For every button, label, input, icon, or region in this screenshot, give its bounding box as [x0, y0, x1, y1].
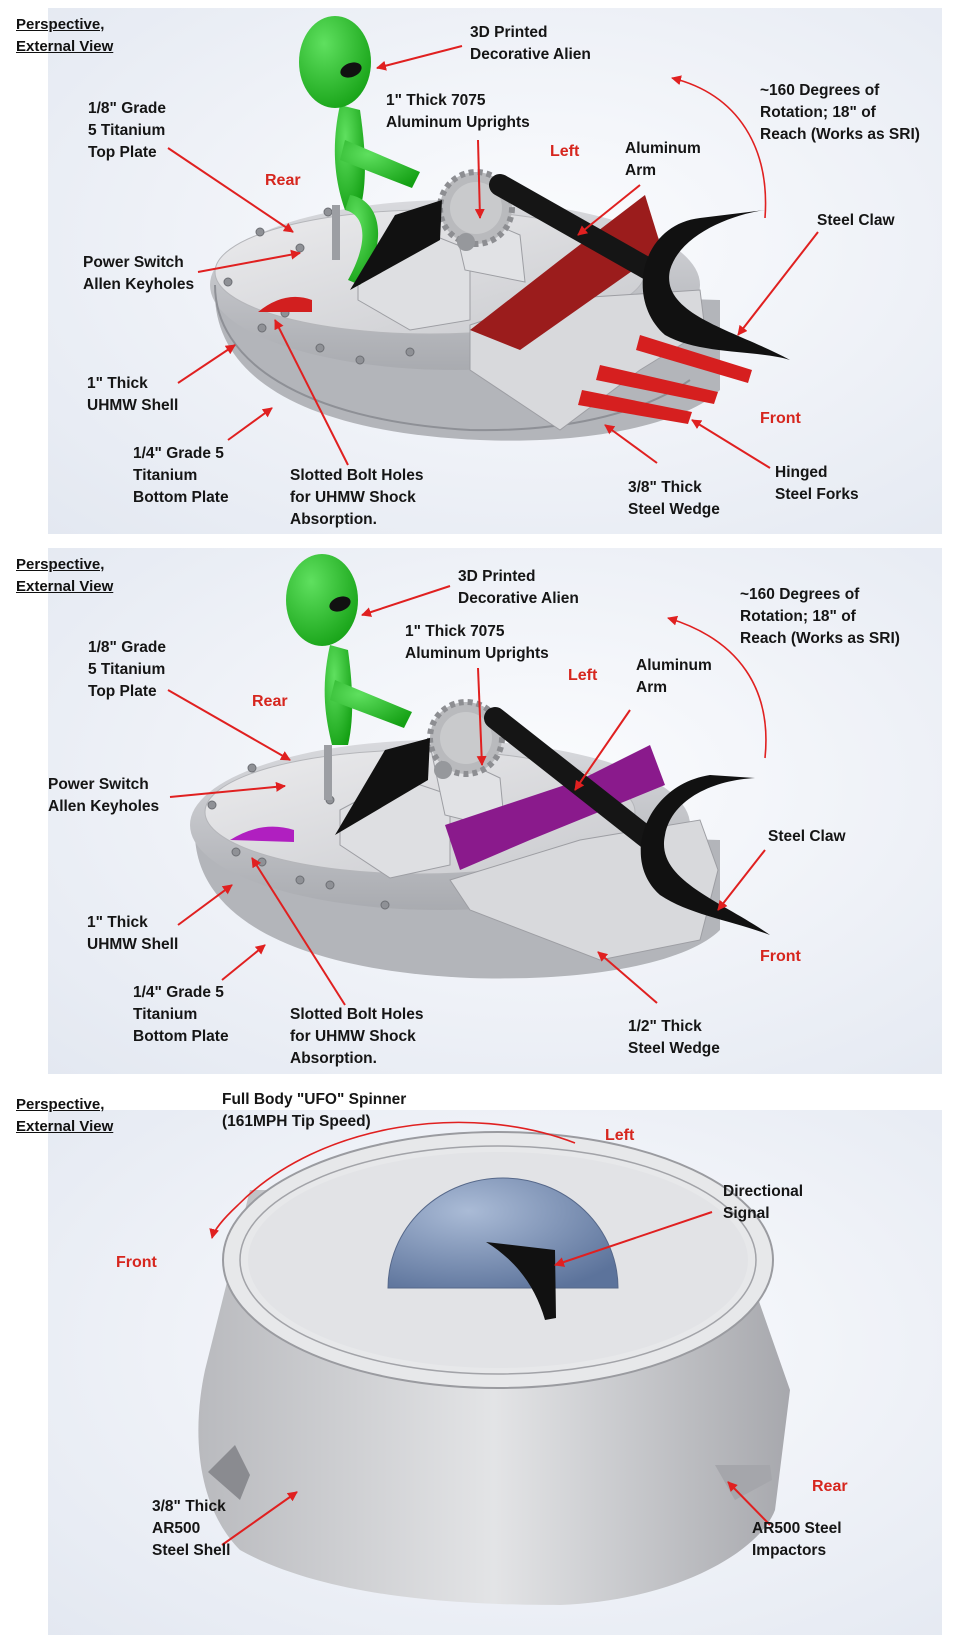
label-alien: 3D Printed Decorative Alien — [470, 24, 591, 63]
label-claw: Steel Claw — [817, 212, 895, 229]
label-spinner: Full Body "UFO" Spinner (161MPH Tip Spee… — [222, 1091, 407, 1130]
robot-render-grabber — [167, 16, 819, 469]
bolt-heads — [223, 207, 415, 365]
label-rotation: ~160 Degrees of Rotation; 18" of Reach (… — [760, 82, 920, 143]
label-uprights: 1" Thick 7075 Aluminum Uprights — [405, 623, 549, 662]
steel-claw — [642, 210, 790, 360]
label-rotation: ~160 Degrees of Rotation; 18" of Reach (… — [740, 586, 900, 647]
panel-title: Perspective, External View — [16, 1096, 114, 1135]
directional-signal — [486, 1242, 556, 1320]
direction-rear: Rear — [265, 172, 301, 189]
panel-1: Perspective, External View 3D Printed De… — [0, 0, 967, 540]
direction-front: Front — [116, 1254, 157, 1271]
direction-rear: Rear — [812, 1478, 848, 1495]
callout-arrows — [209, 1121, 771, 1546]
ufo-shell — [198, 1131, 790, 1605]
panel-title: Perspective, External View — [16, 16, 114, 55]
direction-left: Left — [568, 667, 598, 684]
ufo-spinner-render — [198, 1121, 790, 1605]
label-power-switch: Power Switch Allen Keyholes — [48, 776, 160, 815]
label-power-switch: Power Switch Allen Keyholes — [83, 254, 195, 293]
label-shell: 1" Thick UHMW Shell — [87, 375, 179, 414]
decorative-alien — [286, 554, 430, 835]
label-signal: Directional Signal — [723, 1183, 804, 1222]
power-switch-cover — [258, 296, 312, 312]
label-shell: 3/8" Thick AR500 Steel Shell — [152, 1498, 231, 1559]
label-bottom-plate: 1/4" Grade 5 Titanium Bottom Plate — [133, 445, 229, 506]
label-wedge: 3/8" Thick Steel Wedge — [628, 479, 720, 518]
label-claw: Steel Claw — [768, 828, 846, 845]
label-slotted-holes: Slotted Bolt Holes for UHMW Shock Absorp… — [290, 1006, 424, 1067]
label-forks: Hinged Steel Forks — [775, 464, 859, 503]
direction-left: Left — [605, 1127, 635, 1144]
robot-render-lifter — [167, 554, 770, 1006]
direction-left: Left — [550, 143, 580, 160]
panel-title: Perspective, External View — [16, 556, 114, 595]
direction-front: Front — [760, 948, 801, 965]
panel-2: Perspective, External View 3D Printed De… — [0, 540, 967, 1080]
power-switch-cover — [230, 826, 294, 842]
label-shell: 1" Thick UHMW Shell — [87, 914, 179, 953]
direction-front: Front — [760, 410, 801, 427]
label-arm: Aluminum Arm — [625, 140, 701, 179]
callout-arrows — [167, 585, 767, 1006]
label-top-plate: 1/8" Grade 5 Titanium Top Plate — [88, 100, 166, 161]
label-alien: 3D Printed Decorative Alien — [458, 568, 579, 607]
steel-claw — [640, 775, 770, 935]
aluminum-arm — [484, 707, 661, 851]
label-top-plate: 1/8" Grade 5 Titanium Top Plate — [88, 639, 166, 700]
label-arm: Aluminum Arm — [636, 657, 712, 696]
label-wedge: 1/2" Thick Steel Wedge — [628, 1018, 720, 1057]
hinged-steel-forks — [578, 335, 752, 424]
steel-wedge — [469, 195, 706, 431]
aluminum-arm — [489, 174, 661, 281]
label-uprights: 1" Thick 7075 Aluminum Uprights — [386, 92, 530, 131]
label-bottom-plate: 1/4" Grade 5 Titanium Bottom Plate — [133, 984, 229, 1045]
label-slotted-holes: Slotted Bolt Holes for UHMW Shock Absorp… — [290, 467, 424, 528]
direction-rear: Rear — [252, 693, 288, 710]
panel-3: Perspective, External View Full Body "UF… — [0, 1080, 967, 1635]
ar500-impactors — [208, 1445, 772, 1500]
label-impactors: AR500 Steel Impactors — [752, 1520, 842, 1559]
decorative-alien — [299, 16, 442, 290]
callout-arrows — [167, 45, 819, 469]
